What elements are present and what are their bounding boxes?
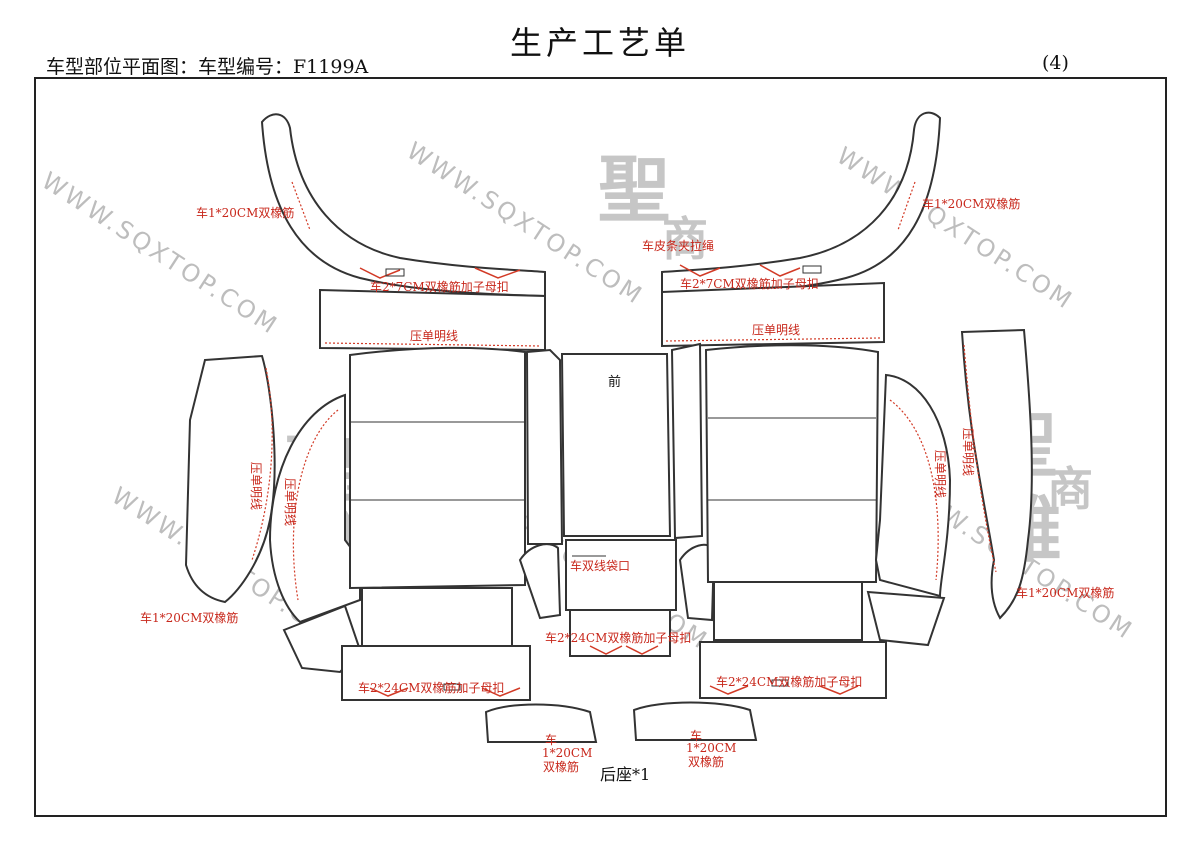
side-left-inner-piece	[268, 393, 361, 624]
bottom-right-vmark	[709, 685, 859, 695]
leather-rope-label: 车皮条夹拉绳	[642, 238, 714, 253]
center-front-piece	[560, 353, 672, 537]
right-strip-piece	[670, 342, 704, 540]
arch-right-vmark	[679, 264, 801, 277]
oval-right-label-3: 双橡筋	[688, 754, 724, 769]
sheet-frame	[34, 77, 1167, 817]
side-left-stitch-label: 压单明线	[249, 462, 263, 510]
watermark-url: WWW.SQXTOP.COM	[37, 167, 284, 341]
watermark-logo: 商	[1047, 462, 1093, 516]
bottom-right-piece	[699, 641, 887, 699]
page-number: (4)	[1042, 52, 1069, 74]
side-left-piece	[184, 354, 276, 604]
oval-left-label-2: 1*20CM	[542, 746, 592, 760]
right-lower-box	[713, 581, 863, 641]
arch-left-bottom-label: 车2*7CM双橡筋加子母扣	[370, 279, 509, 294]
page-title: 生产工艺单	[509, 24, 690, 62]
side-right-stitch-label: 压单明线	[961, 428, 975, 476]
arch-right-stitch	[897, 181, 916, 231]
oval-left-piece	[484, 703, 598, 743]
side-left-stitch	[251, 367, 273, 561]
band-right-piece	[661, 281, 885, 348]
oval-right-label-2: 1*20CM	[686, 741, 736, 755]
oval-left-label-3: 双橡筋	[543, 759, 579, 774]
pocket-piece	[565, 539, 677, 611]
side-left-inner-stitch-label: 压单明线	[283, 478, 297, 526]
left-lower-elastic-label: 车1*20CM双橡筋	[140, 610, 238, 625]
oval-right-piece	[632, 701, 758, 741]
model-subtitle: 车型部位平面图：车型编号：F1199A	[46, 56, 369, 78]
arch-left-elastic-label: 车1*20CM双橡筋	[196, 205, 294, 220]
oval-left-label-1: 车	[545, 732, 557, 747]
front-label: 前	[608, 374, 621, 390]
right-lower-elastic-label: 车1*20CM双橡筋	[1016, 585, 1114, 600]
watermark-logo: 商	[662, 212, 708, 266]
right-small-piece	[678, 543, 716, 622]
right-grid-piece	[704, 344, 880, 583]
arch-left-vmark	[359, 267, 521, 279]
left-small-piece	[518, 543, 562, 620]
arch-left-piece	[260, 113, 546, 298]
bottom-left-vmark	[369, 687, 521, 697]
side-right-inner-stitch-label: 压单明线	[933, 450, 947, 498]
left-lower-box	[361, 587, 513, 647]
right-lower-small	[866, 590, 946, 647]
arch-right-snap	[802, 265, 822, 274]
pocket-label: 车双线袋口	[570, 558, 630, 573]
bottom-right-label: 车2*24CM双橡筋加子母扣	[716, 674, 862, 689]
side-right-inner-piece	[874, 373, 952, 598]
arch-right-piece	[661, 111, 942, 298]
left-strip-piece	[525, 348, 564, 545]
right-grid-seams	[708, 417, 876, 501]
footer-label: 后座*1	[600, 765, 650, 784]
arch-left-snap	[385, 268, 405, 277]
oval-right-label-1: 车	[690, 728, 702, 743]
arch-right-elastic-label: 车1*20CM双橡筋	[922, 196, 1020, 211]
arch-left-stitch	[291, 181, 311, 231]
band-left-stitch-label: 压单明线	[410, 329, 458, 343]
center-bottom-label: 车2*24CM双橡筋加子母扣	[545, 630, 691, 645]
center-bottom-vmark	[589, 645, 659, 655]
watermark-logo: 聖	[598, 148, 670, 232]
bottom-left-snap	[443, 683, 461, 691]
left-grid-seams	[350, 421, 525, 501]
bottom-right-snap	[771, 679, 789, 687]
band-right-stitch-label: 压单明线	[752, 323, 800, 337]
arch-right-bottom-label: 车2*7CM双橡筋加子母扣	[680, 276, 819, 291]
left-grid-piece	[349, 346, 526, 590]
center-bottom-piece	[569, 609, 671, 657]
side-left-inner-stitch	[292, 409, 339, 601]
bottom-left-piece	[341, 645, 531, 701]
side-right-inner-stitch	[889, 399, 939, 581]
bottom-left-label: 车2*24CM双橡筋加子母扣	[358, 680, 504, 695]
side-right-stitch	[963, 344, 997, 573]
